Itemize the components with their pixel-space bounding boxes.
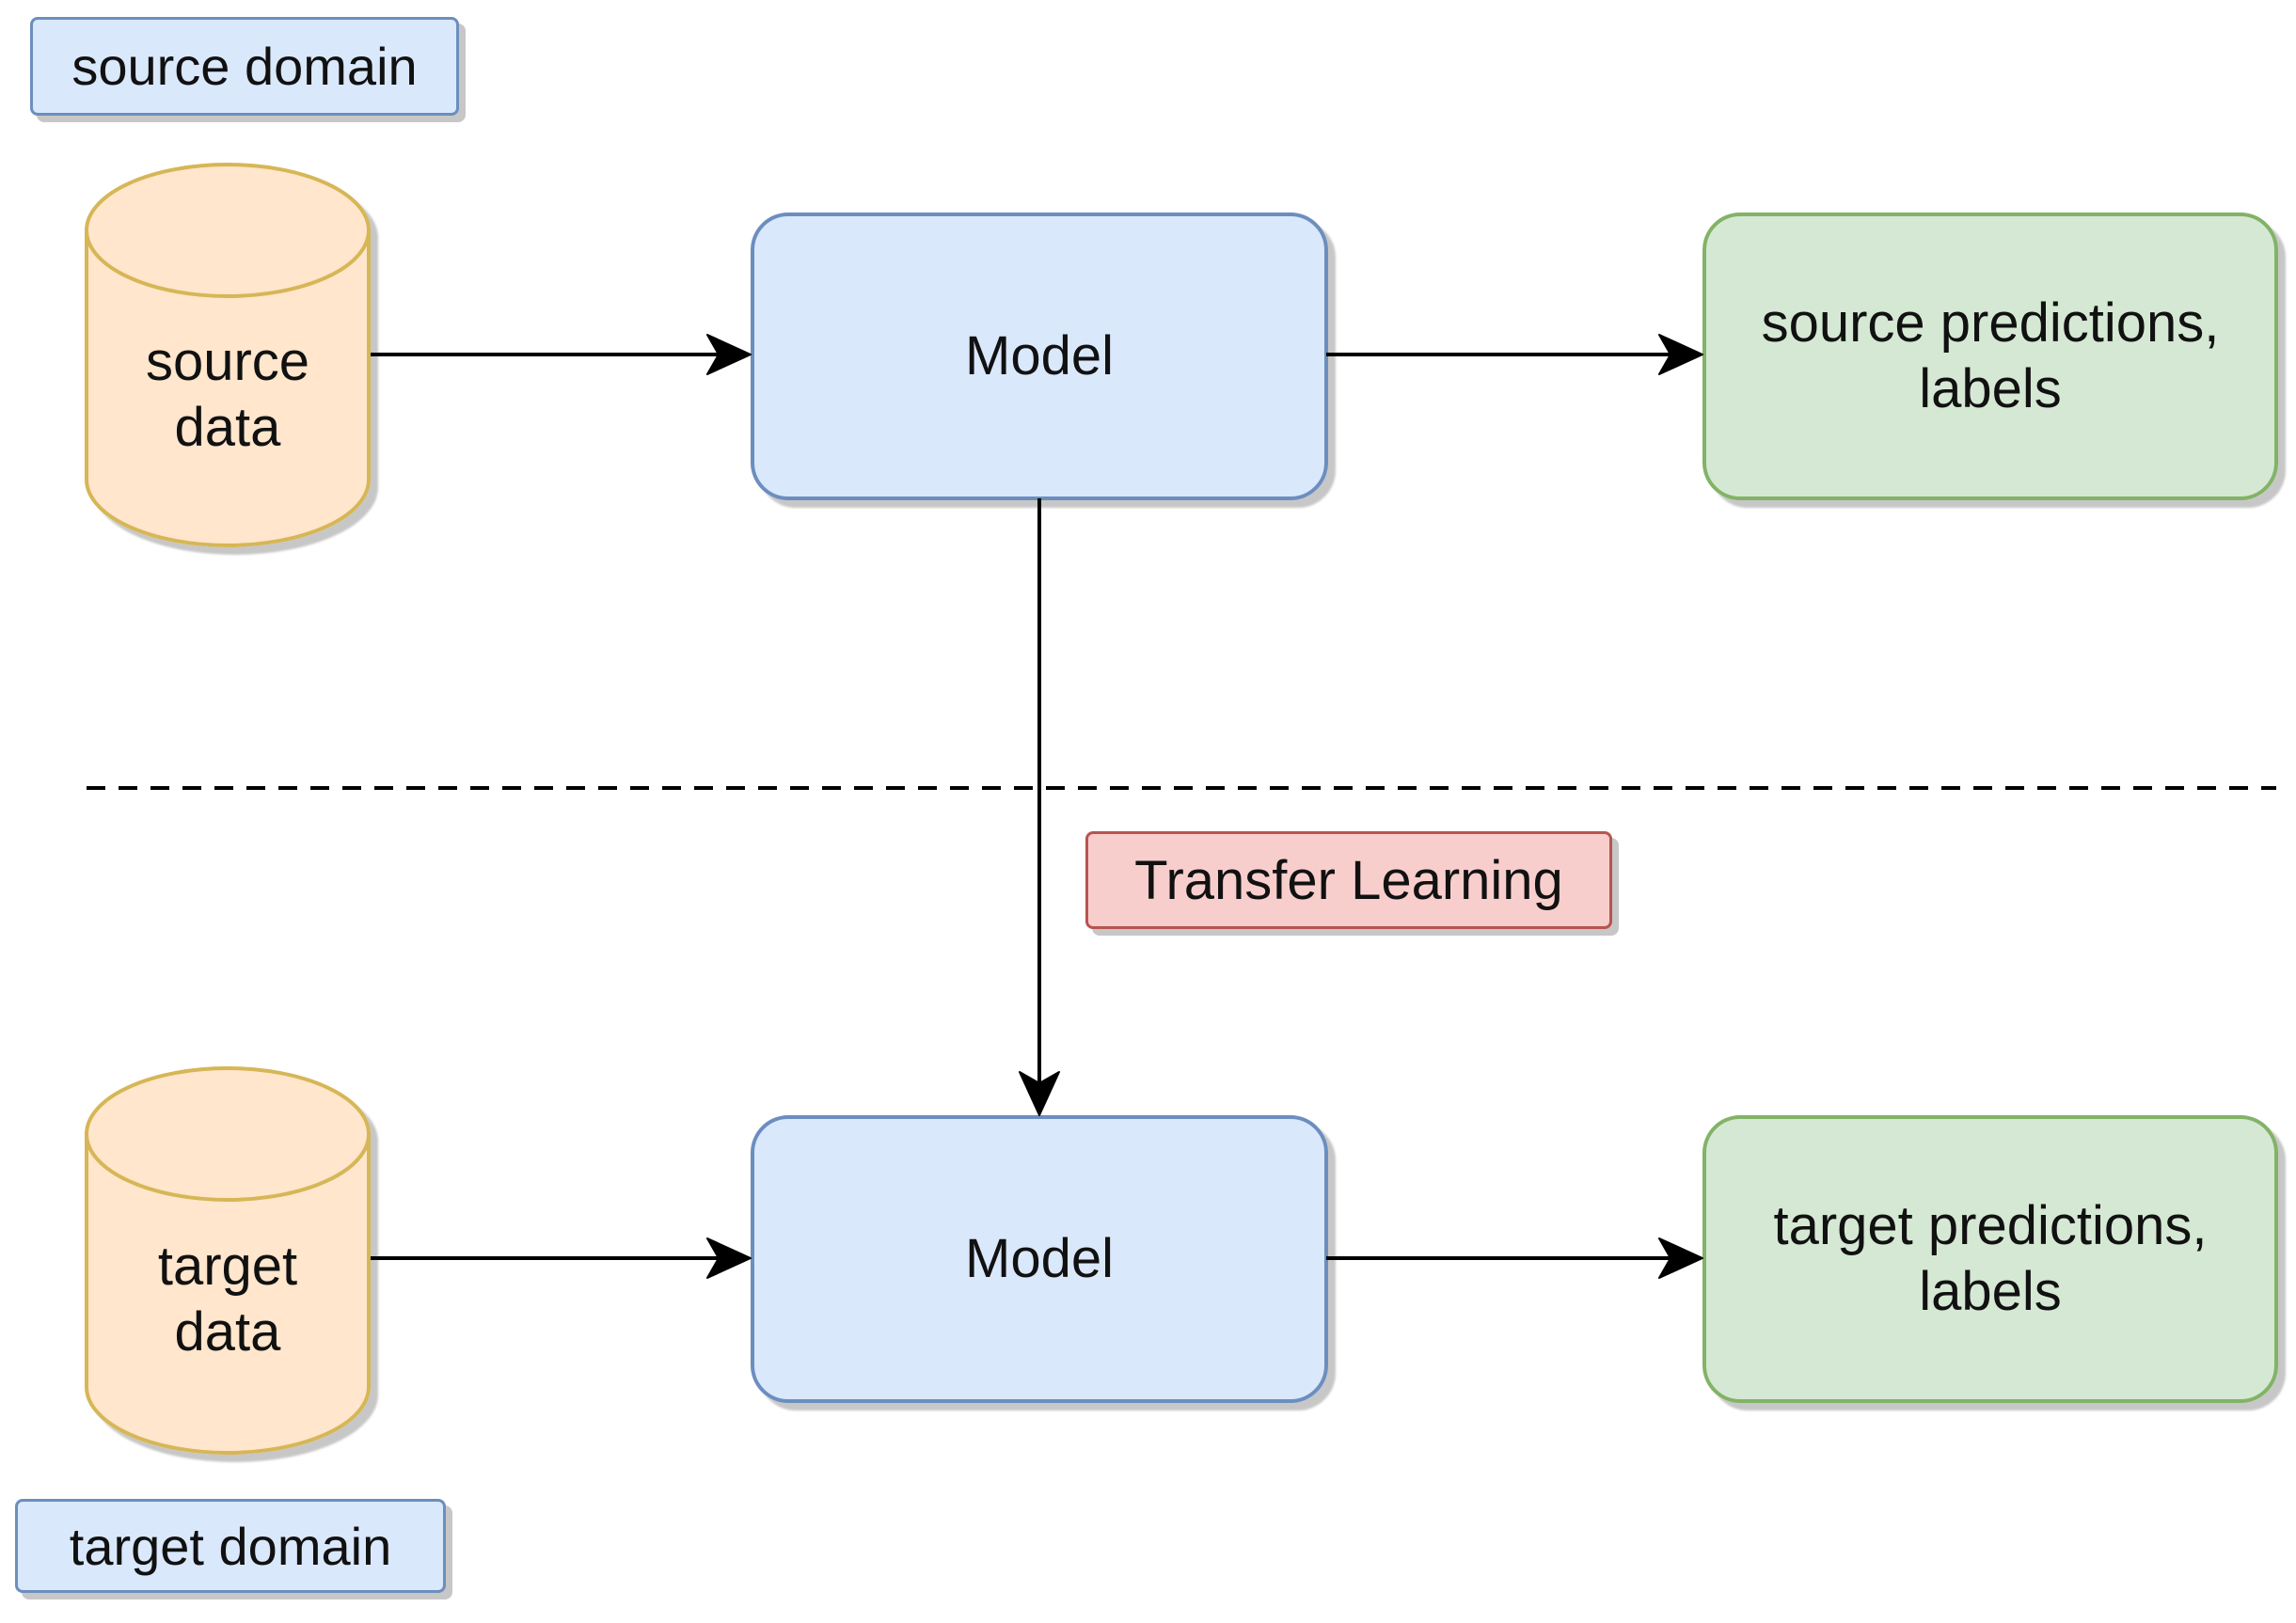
edges <box>371 353 1686 1260</box>
arrowhead-right <box>706 334 752 375</box>
source-output-box <box>1702 213 2278 500</box>
source-model-label: Model <box>965 325 1114 386</box>
target-data-label: target data <box>157 1236 298 1363</box>
source-domain-tag: source domain <box>30 17 459 116</box>
target-output-box <box>1702 1115 2278 1403</box>
arrowhead-down <box>1019 1071 1060 1116</box>
target-data-cylinder <box>85 1066 371 1455</box>
arrowhead-right <box>1658 334 1703 375</box>
arrowhead-right <box>1658 1237 1703 1279</box>
target-domain-label: target domain <box>69 1516 392 1576</box>
arrowhead-right <box>706 1237 752 1279</box>
source-output-label: source predictions, labels <box>1761 292 2220 419</box>
arrowheads <box>706 334 1703 1279</box>
source-domain-label: source domain <box>71 37 418 96</box>
target-domain-tag: target domain <box>15 1499 446 1593</box>
transfer-learning-label: Transfer Learning <box>1134 849 1563 911</box>
source-data-cylinder <box>85 163 371 547</box>
transfer-learning-tag: Transfer Learning <box>1085 831 1612 929</box>
target-model-label: Model <box>965 1228 1114 1289</box>
target-output-label: target predictions, labels <box>1773 1195 2208 1322</box>
source-data-label: source data <box>145 331 310 458</box>
